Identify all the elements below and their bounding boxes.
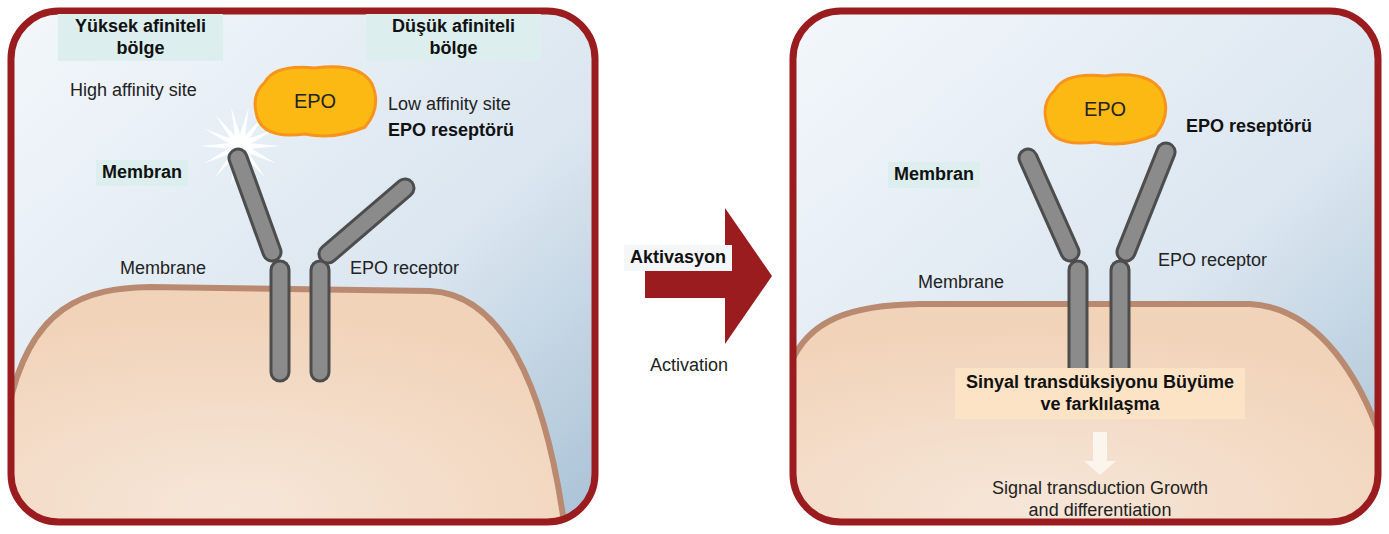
activation-label: Aktivasyon: [624, 245, 732, 271]
activation-label: Activation: [650, 355, 728, 377]
membrane-label: Membrane: [918, 272, 1004, 294]
site-label: Low affinity site: [388, 94, 511, 116]
molecule-name: EPO: [1084, 98, 1126, 121]
epo-outline: [255, 67, 376, 136]
panel-border: [11, 11, 595, 522]
signal-label: Sinyal transdüksiyonu Büyüme ve farklıla…: [955, 368, 1245, 419]
receptor-label: EPO reseptörü: [1186, 116, 1312, 138]
epo-outline: [1045, 75, 1166, 144]
region-label: Düşük afiniteli bölge: [366, 14, 541, 61]
site-label: High affinity site: [70, 80, 197, 102]
epo-receptor: [1028, 152, 1166, 372]
signal-label: Signal transduction Growth and different…: [975, 478, 1225, 521]
receptor-label: EPO receptor: [1158, 250, 1267, 272]
receptor-label: EPO receptor: [350, 258, 459, 280]
membrane-label: Membrane: [120, 258, 206, 280]
epo-molecule: EPO: [1040, 70, 1170, 148]
membrane-label: Membran: [888, 162, 980, 188]
membrane-label: Membran: [96, 160, 188, 186]
panel-border: [793, 11, 1378, 522]
epo-molecule: EPO: [250, 62, 380, 140]
activation-arrow: [645, 208, 772, 344]
receptor-label: EPO reseptörü: [388, 120, 514, 142]
signal-arrow: [1084, 432, 1116, 475]
molecule-name: EPO: [294, 90, 336, 113]
region-label: Yüksek afiniteli bölge: [58, 14, 223, 61]
